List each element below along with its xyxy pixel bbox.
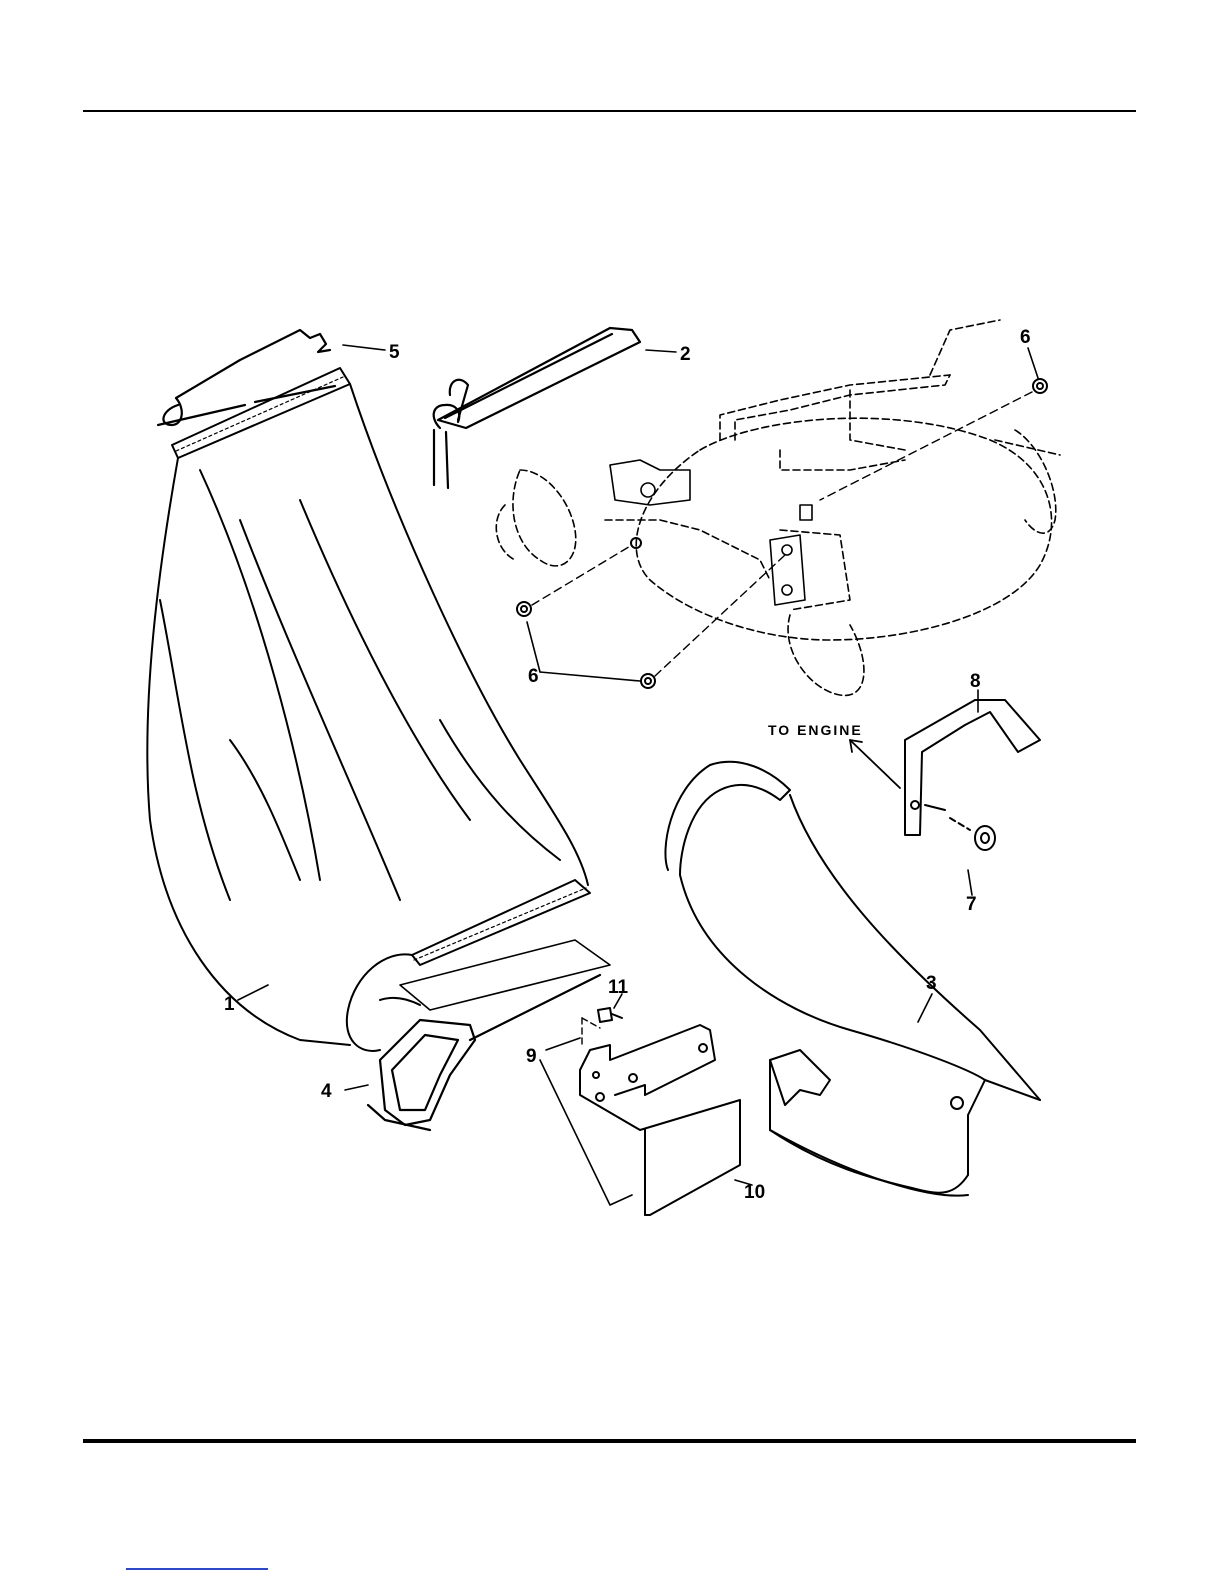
- callout-6-top: 6: [1020, 327, 1031, 348]
- nut-6-top-right: [1033, 379, 1047, 393]
- callout-1: 1: [224, 994, 235, 1015]
- handle-rod-2: [434, 328, 640, 488]
- leader-lines: [238, 345, 1038, 1205]
- callout-5: 5: [389, 342, 400, 363]
- mower-deck-outline: [496, 320, 1060, 695]
- screw-11: [598, 1008, 622, 1022]
- callout-7: 7: [966, 894, 977, 915]
- callout-11: 11: [608, 977, 629, 998]
- to-engine-label: TO ENGINE: [768, 722, 863, 738]
- footer-link-underline: [126, 1568, 268, 1570]
- callout-6-middle: 6: [528, 666, 539, 687]
- nut-6-left: [517, 602, 531, 616]
- mower-bracket: [610, 460, 812, 605]
- callout-3: 3: [926, 973, 937, 994]
- bracket-8: [905, 700, 1040, 835]
- nut-6-bottom: [641, 674, 655, 688]
- deflector-plate-10: [580, 1025, 740, 1215]
- callout-9: 9: [526, 1046, 537, 1067]
- callout-2: 2: [680, 344, 691, 365]
- to-engine-arrow: [850, 740, 900, 788]
- install-lines: [532, 392, 1032, 676]
- bag-bottom-flap: [400, 940, 610, 1010]
- callout-4: 4: [321, 1081, 332, 1102]
- install-lines-9: [582, 1018, 600, 1045]
- callout-8: 8: [970, 671, 981, 692]
- washer-7: [950, 818, 995, 850]
- callout-10: 10: [744, 1182, 765, 1203]
